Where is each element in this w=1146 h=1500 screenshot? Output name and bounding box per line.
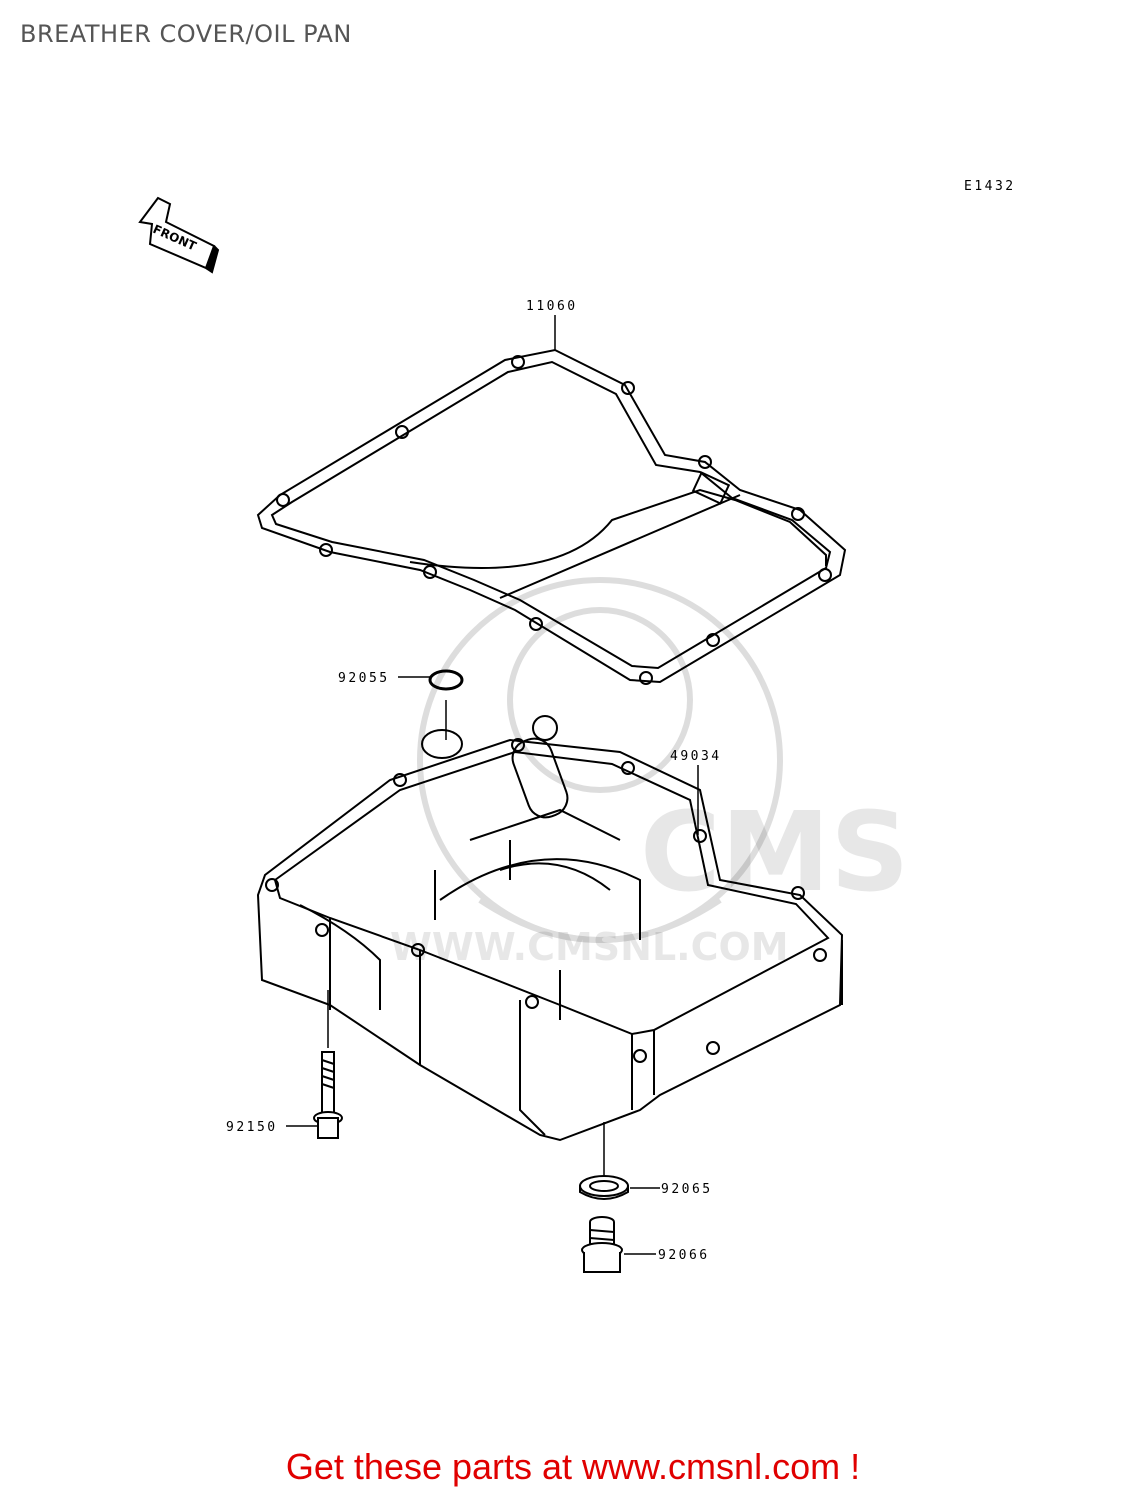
part-label-92150: 92150 <box>226 1120 278 1135</box>
flange-bolt <box>313 1051 343 1139</box>
diagram-code: E1432 <box>964 179 1016 194</box>
part-label-92055: 92055 <box>338 671 390 686</box>
page-title: BREATHER COVER/OIL PAN <box>20 20 352 48</box>
part-label-92065: 92065 <box>661 1182 713 1197</box>
part-label-92066: 92066 <box>658 1248 710 1263</box>
drain-plug <box>581 1216 623 1273</box>
footer-link[interactable]: Get these parts at www.cmsnl.com ! <box>285 1446 861 1487</box>
oil-pan-gasket <box>256 348 847 685</box>
front-arrow-icon <box>138 196 220 274</box>
watermark-logo-text: CMS <box>640 788 909 916</box>
watermark-logo <box>417 577 783 943</box>
watermark-url: WWW.CMSNL.COM <box>390 925 789 969</box>
drain-plug-washer <box>579 1175 629 1200</box>
part-label-11060: 11060 <box>526 299 578 314</box>
o-ring <box>428 669 464 691</box>
oil-pan <box>256 715 844 1142</box>
part-label-49034: 49034 <box>670 749 722 764</box>
footer-banner[interactable]: Get these parts at www.cmsnl.com ! <box>0 1446 1146 1488</box>
